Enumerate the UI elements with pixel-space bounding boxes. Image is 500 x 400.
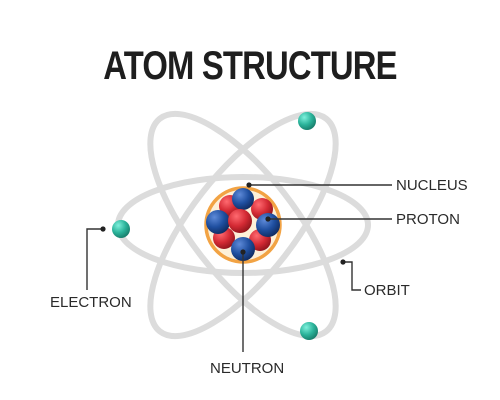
label-electron: ELECTRON	[50, 294, 132, 311]
electron-left	[112, 220, 130, 238]
label-proton: PROTON	[396, 211, 460, 228]
leader-dot-orbit	[340, 259, 346, 265]
leader-dot-electron	[100, 226, 106, 232]
nucleus	[204, 186, 282, 264]
electron-top-right	[298, 112, 316, 130]
label-nucleus: NUCLEUS	[396, 177, 468, 194]
leader-dot-proton	[265, 216, 271, 222]
neutron	[231, 237, 255, 261]
leader-orbit	[343, 261, 361, 291]
orbit-tilted-left	[147, 110, 339, 340]
diagram-title: ATOM STRUCTURE	[103, 44, 397, 88]
leader-dot-nucleus	[246, 182, 252, 188]
proton	[228, 209, 252, 233]
leader-electron	[86, 228, 103, 290]
electron-bottom-right	[300, 322, 318, 340]
orbit-tilted-right	[147, 110, 339, 340]
leader-dot-neutron	[240, 249, 246, 255]
leader-lines	[86, 184, 392, 352]
neutron	[232, 188, 254, 210]
label-orbit: ORBIT	[364, 282, 410, 299]
neutron	[206, 210, 230, 234]
label-neutron: NEUTRON	[210, 360, 284, 377]
